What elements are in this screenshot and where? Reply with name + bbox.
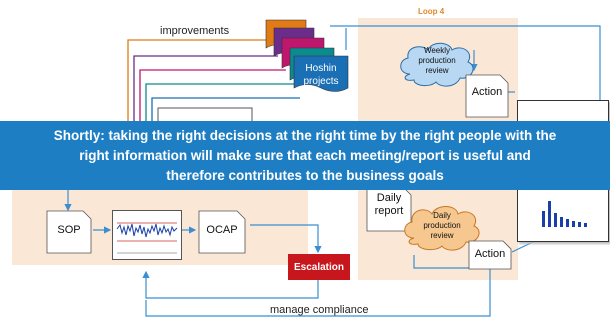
daily-line1: Daily: [433, 211, 451, 220]
hoshin-line2: projects: [303, 76, 339, 87]
banner-line3: therefore contributes to the business go…: [166, 167, 444, 183]
hoshin-line1: Hoshin: [305, 63, 337, 74]
hoshin-projects-stack[interactable]: Hoshin projects: [264, 18, 354, 98]
daily-line3: review: [430, 231, 454, 240]
escalation-box[interactable]: Escalation: [288, 254, 350, 280]
action-top-label: Action: [471, 86, 503, 98]
daily-report-line1: Daily: [376, 192, 402, 204]
document-shape: [465, 74, 509, 118]
action-document-top[interactable]: Action: [465, 74, 509, 118]
ocap-document[interactable]: OCAP: [198, 210, 246, 254]
chart-thumbnail-graphic: [542, 201, 587, 227]
weekly-line3: review: [425, 66, 449, 75]
control-chart: [112, 210, 182, 260]
action-bottom-label: Action: [474, 248, 506, 260]
sop-document[interactable]: SOP: [46, 210, 92, 254]
daily-report-line2: report: [374, 205, 404, 217]
summary-banner: Shortly: taking the right decisions at t…: [0, 121, 610, 190]
document-shape: [198, 210, 246, 254]
daily-line2: production: [423, 221, 461, 230]
ocap-label: OCAP: [206, 224, 238, 236]
daily-report-document[interactable]: Daily report: [366, 186, 412, 232]
daily-production-review-cloud[interactable]: Daily production review: [400, 202, 484, 254]
document-shape: [46, 210, 92, 254]
sop-label: SOP: [57, 224, 81, 236]
loop-4-label: Loop 4: [418, 7, 445, 16]
weekly-line1: Weekly: [423, 46, 451, 55]
banner-line2: right information will make sure that ea…: [79, 147, 531, 163]
weekly-production-review-cloud[interactable]: Weekly production review: [396, 40, 478, 90]
action-document-bottom[interactable]: Action: [468, 240, 512, 270]
cloud-shape: [404, 206, 480, 251]
weekly-line2: production: [418, 56, 456, 65]
hoshin-stack-shapes: [265, 19, 349, 92]
control-chart-graphic: [116, 222, 178, 254]
banner-line1: Shortly: taking the right decisions at t…: [53, 127, 557, 143]
document-shape: [468, 240, 512, 270]
cloud-shape: [400, 42, 474, 87]
improvements-label: improvements: [160, 25, 230, 37]
manage-compliance-label: manage compliance: [270, 304, 369, 316]
